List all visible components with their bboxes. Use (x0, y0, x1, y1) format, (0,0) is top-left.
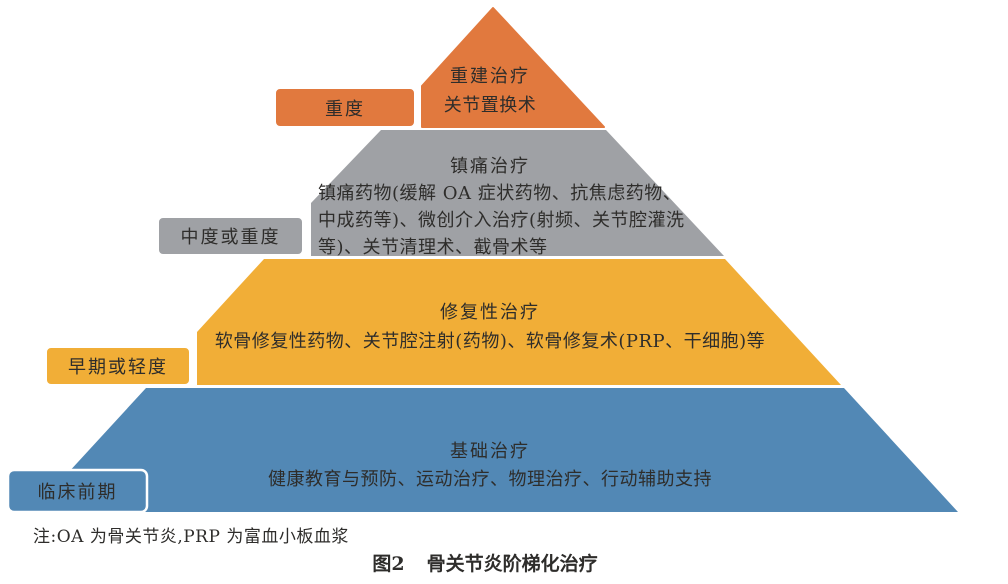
pyramid-level-reconstruction-shape (422, 8, 604, 127)
severity-label-early-mild: 早期或轻度 (68, 357, 168, 378)
severity-box-early-mild-border (45, 346, 191, 386)
severity-label-severe: 重度 (325, 98, 365, 120)
figure-caption-label: 图2 (372, 553, 405, 575)
severity-box-severe (275, 88, 415, 127)
severity-box-early-mild (46, 347, 190, 385)
level-analgesic-line-2: 中成药等)、微创介入治疗(射频、关节腔灌洗 (318, 210, 685, 231)
level-analgesic-title: 镇痛治疗 (450, 156, 530, 177)
level-restorative-line: 软骨修复性药物、关节腔注射(药物)、软骨修复术(PRP、干细胞)等 (214, 331, 766, 352)
level-basic-line: 健康教育与预防、运动治疗、物理治疗、行动辅助支持 (268, 469, 712, 490)
figure-caption: 图2 骨关节炎阶梯化治疗 (0, 549, 970, 576)
severity-box-moderate-severe (158, 217, 303, 255)
pyramid-level-reconstruction-outline (421, 7, 605, 128)
figure-note: 注:OA 为骨关节炎,PRP 为富血小板血浆 (33, 527, 349, 547)
figure-caption-title: 骨关节炎阶梯化治疗 (426, 553, 598, 575)
severity-box-severe-border (274, 87, 416, 128)
pyramid-level-analgesic-shape (311, 130, 724, 256)
severity-box-preclinical (8, 470, 147, 512)
level-analgesic-line-1: 镇痛药物(缓解 OA 症状药物、抗焦虑药物、 (318, 183, 682, 204)
level-restorative-title: 修复性治疗 (440, 302, 540, 323)
severity-label-moderate-severe: 中度或重度 (180, 227, 281, 248)
pyramid-level-basic-shape (32, 388, 958, 512)
level-reconstruction-line: 关节置换术 (443, 95, 537, 116)
severity-label-preclinical: 临床前期 (37, 482, 118, 503)
severity-box-moderate-severe-border (157, 216, 304, 256)
level-analgesic-details: 镇痛药物(缓解 OA 症状药物、抗焦虑药物、 中成药等)、微创介入治疗(射频、关… (318, 180, 685, 261)
level-analgesic-line-3: 等)、关节清理术、截骨术等 (318, 237, 548, 258)
level-basic-title: 基础治疗 (450, 441, 530, 462)
level-reconstruction-title: 重建治疗 (450, 66, 530, 87)
pyramid-level-restorative-shape (197, 259, 841, 385)
severity-box-preclinical-border (6, 468, 149, 514)
